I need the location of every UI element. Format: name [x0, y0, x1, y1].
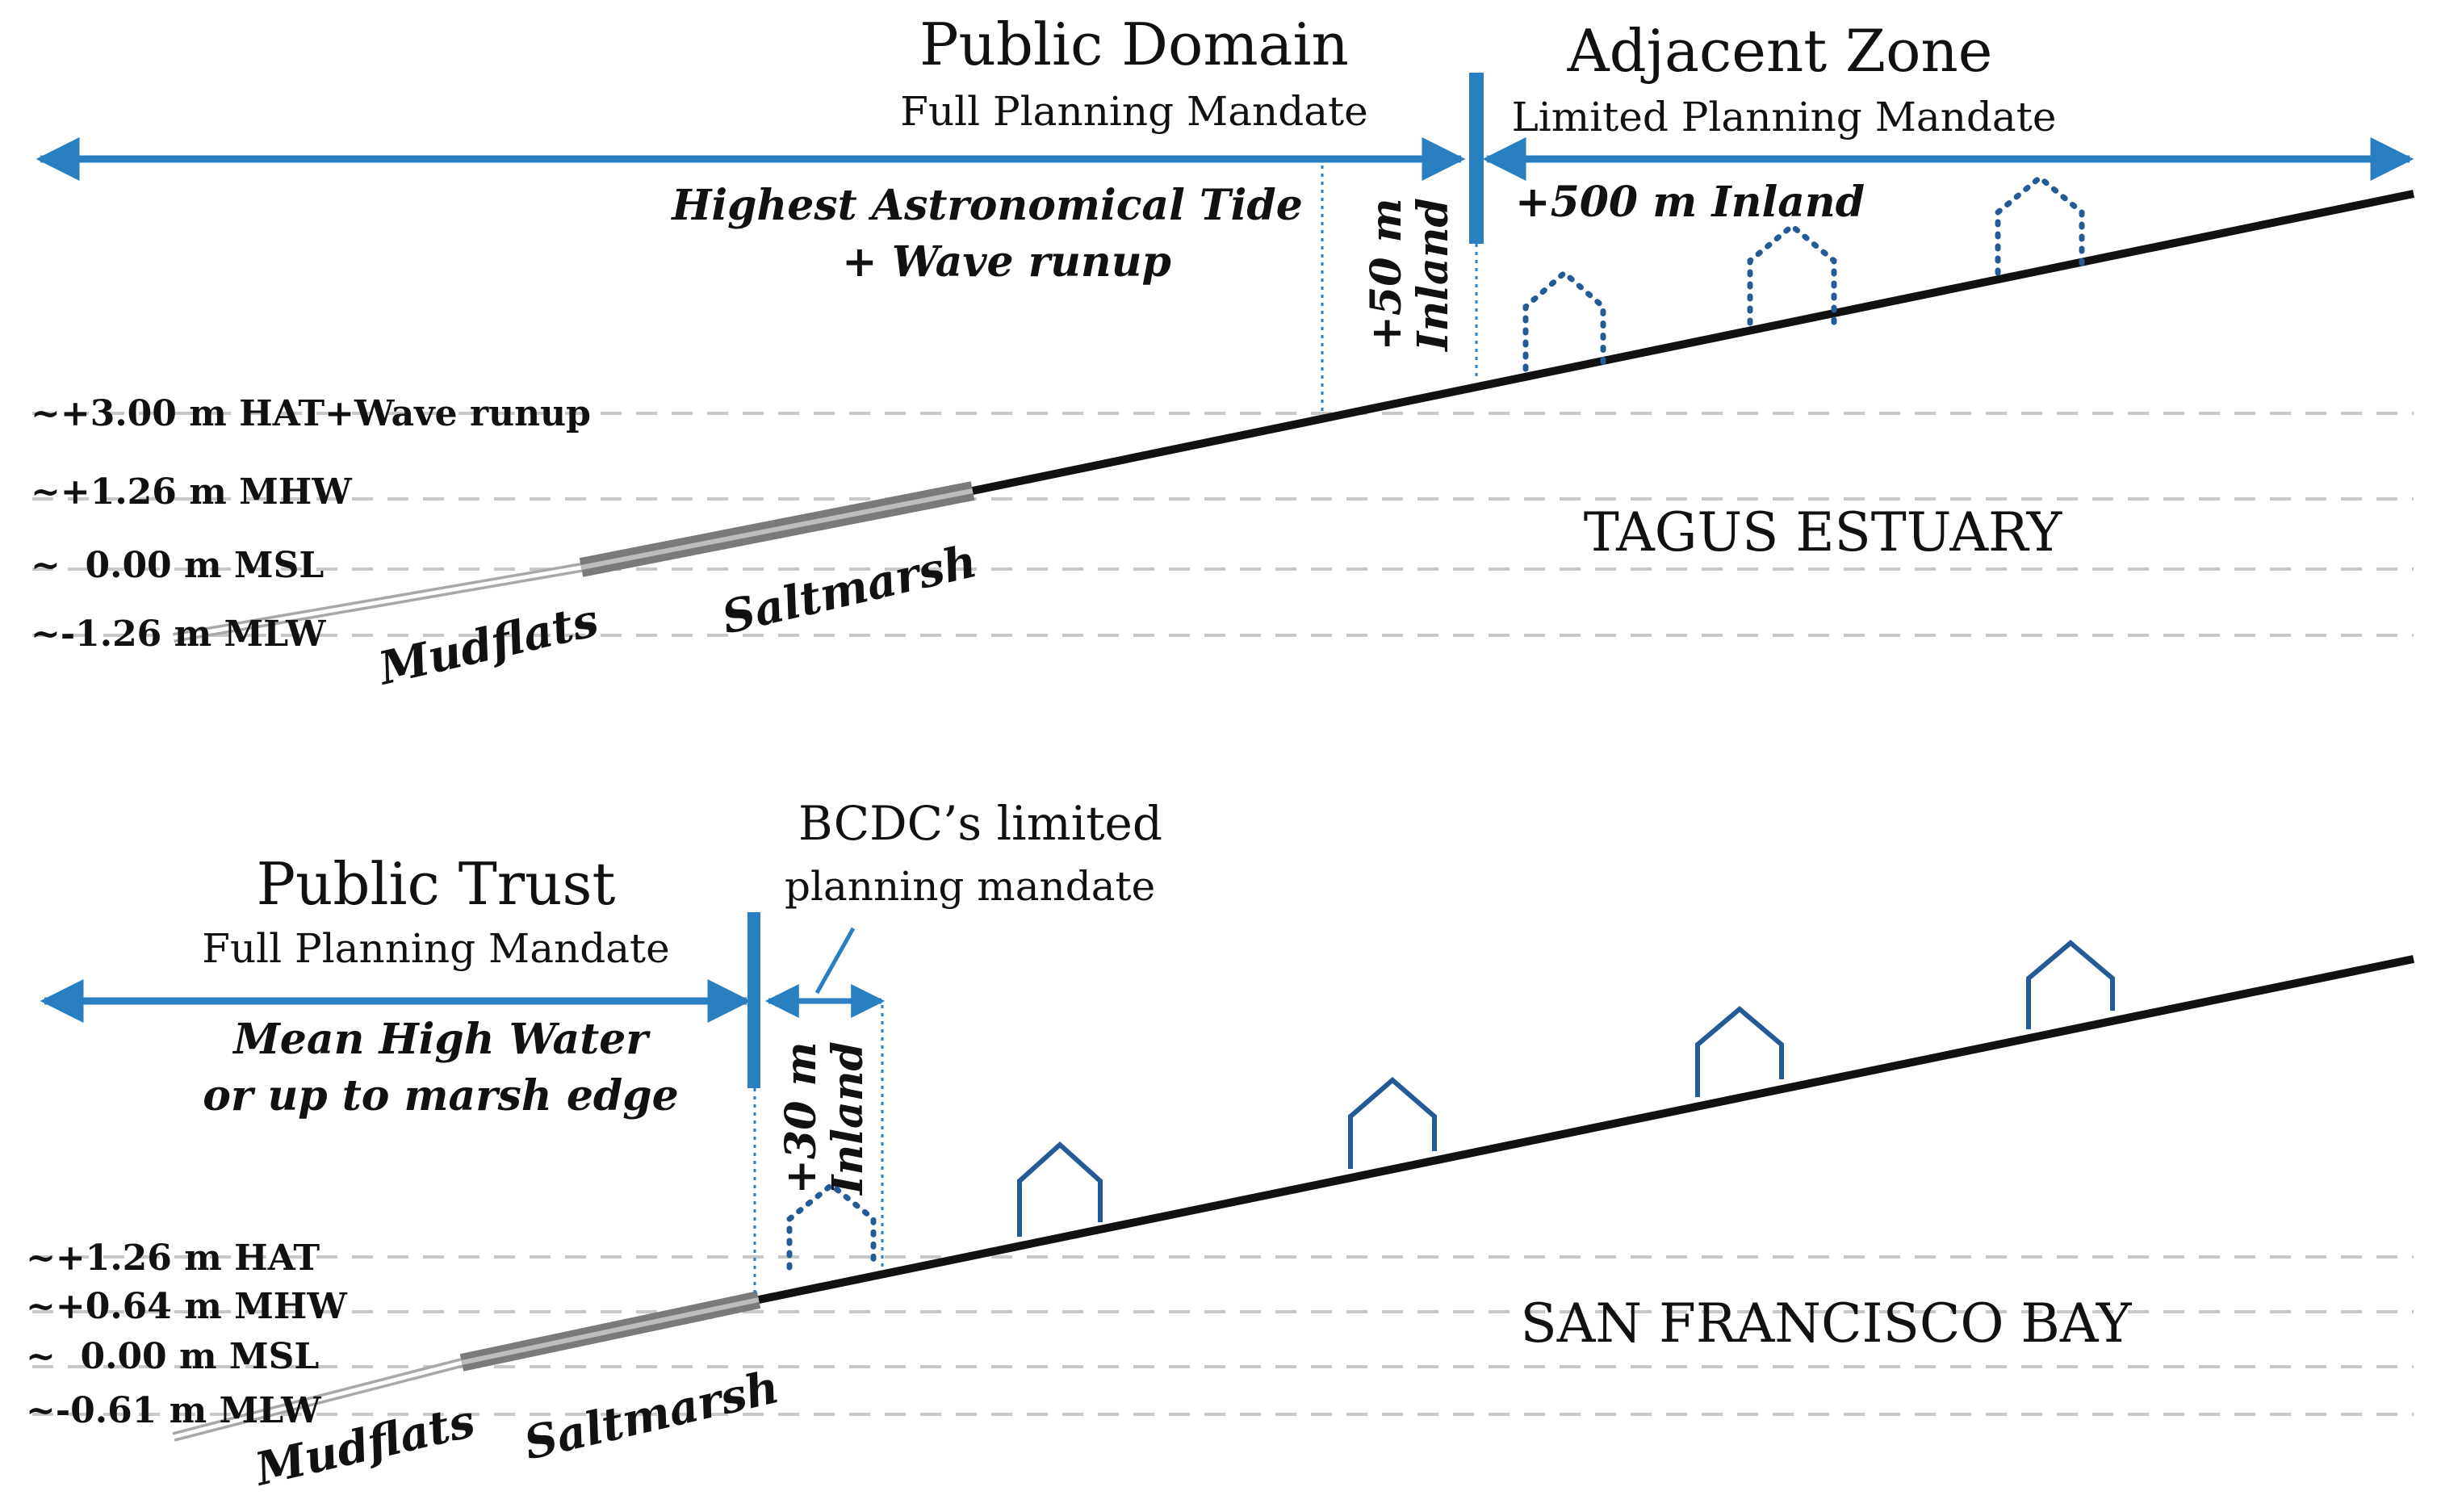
- sf-saltmarsh-label: Saltmarsh: [519, 1360, 784, 1471]
- tagus-datum-lines: [32, 412, 2414, 637]
- tagus-houses: [1522, 174, 2085, 372]
- sf-trust-limit-line1: Mean High Water: [232, 1015, 651, 1064]
- sf-level-msl: ~ 0.00 m MSL: [26, 1336, 319, 1377]
- tagus-public-domain-title: Public Domain: [919, 10, 1349, 78]
- sf-public-trust-title: Public Trust: [257, 850, 616, 918]
- tagus-panel: Public Domain Full Planning Mandate Adja…: [31, 10, 2415, 696]
- tagus-adjacent-zone-title: Adjacent Zone: [1567, 17, 1993, 85]
- tagus-strip-label-line1: +50 m: [1362, 198, 1411, 350]
- sf-mudflat-band-core: [173, 1360, 463, 1439]
- house-outline-dotted-icon: [1995, 174, 2085, 276]
- tagus-boundary-bar: [1469, 73, 1484, 244]
- sf-bcdc-subtitle: planning mandate: [785, 863, 1155, 910]
- sf-strip-label: +30 m Inland: [777, 1041, 873, 1196]
- tagus-level-mlw: ~-1.26 m MLW: [31, 614, 326, 655]
- tagus-domain-limit-line1: Highest Astronomical Tide: [670, 181, 1303, 230]
- tagus-level-msl: ~ 0.00 m MSL: [31, 545, 324, 586]
- sf-level-hat: ~+1.26 m HAT: [26, 1238, 320, 1279]
- tagus-saltmarsh-band-core: [580, 488, 974, 570]
- house-outline-icon: [2026, 940, 2115, 1029]
- tagus-level-mhw: ~+1.26 m MHW: [31, 471, 352, 513]
- sf-level-mhw: ~+0.64 m MHW: [26, 1286, 347, 1327]
- sf-bcdc-leader: [814, 927, 856, 995]
- sf-strip-label-line1: +30 m: [777, 1041, 826, 1194]
- sf-houses: [1017, 940, 2115, 1237]
- house-outline-icon: [1348, 1077, 1437, 1169]
- tagus-level-hat: ~+3.00 m HAT+Wave runup: [31, 393, 591, 434]
- sf-public-trust-subtitle: Full Planning Mandate: [202, 925, 669, 972]
- sf-bay-name: SAN FRANCISCO BAY: [1521, 1292, 2133, 1355]
- tagus-mudflats-label: Mudflats: [372, 593, 603, 696]
- tagus-strip-label-line2: Inland: [1409, 198, 1458, 353]
- house-outline-dotted-icon: [786, 1181, 877, 1271]
- tagus-level-labels: ~+3.00 m HAT+Wave runup ~+1.26 m MHW ~ 0…: [31, 393, 591, 655]
- sf-level-labels: ~+1.26 m HAT ~+0.64 m MHW ~ 0.00 m MSL ~…: [26, 1238, 347, 1431]
- tagus-domain-limit-line2: + Wave runup: [842, 237, 1171, 287]
- sf-bcdc-title: BCDC’s limited: [798, 796, 1162, 851]
- sf-strip-label-line2: Inland: [823, 1041, 873, 1196]
- tagus-public-domain-subtitle: Full Planning Mandate: [900, 88, 1367, 135]
- house-outline-icon: [1017, 1141, 1103, 1237]
- house-outline-dotted-icon: [1747, 222, 1837, 326]
- sf-boundary-bar: [747, 912, 760, 1088]
- sf-ground-profile: [172, 955, 2415, 1442]
- sf-saltmarsh-band-core: [461, 1297, 760, 1365]
- tagus-ground-profile: [172, 190, 2415, 643]
- tagus-saltmarsh-label: Saltmarsh: [717, 534, 982, 645]
- sf-level-mlw: ~-0.61 m MLW: [26, 1390, 321, 1431]
- sf-ground-line: [757, 955, 2415, 1304]
- tagus-estuary-name: TAGUS ESTUARY: [1584, 501, 2063, 563]
- tagus-mudflat-band-core: [173, 565, 582, 640]
- sf-trust-limit-line2: or up to marsh edge: [203, 1071, 678, 1120]
- sf-panel: Public Trust Full Planning Mandate Mean …: [26, 796, 2415, 1497]
- tagus-strip-label: +50 m Inland: [1362, 198, 1458, 353]
- tagus-adjacent-zone-subtitle: Limited Planning Mandate: [1512, 94, 2057, 140]
- house-outline-icon: [1695, 1006, 1784, 1097]
- tagus-adjacent-extent: +500 m Inland: [1515, 178, 1865, 227]
- house-outline-dotted-icon: [1522, 269, 1606, 372]
- tagus-ground-line: [971, 190, 2415, 495]
